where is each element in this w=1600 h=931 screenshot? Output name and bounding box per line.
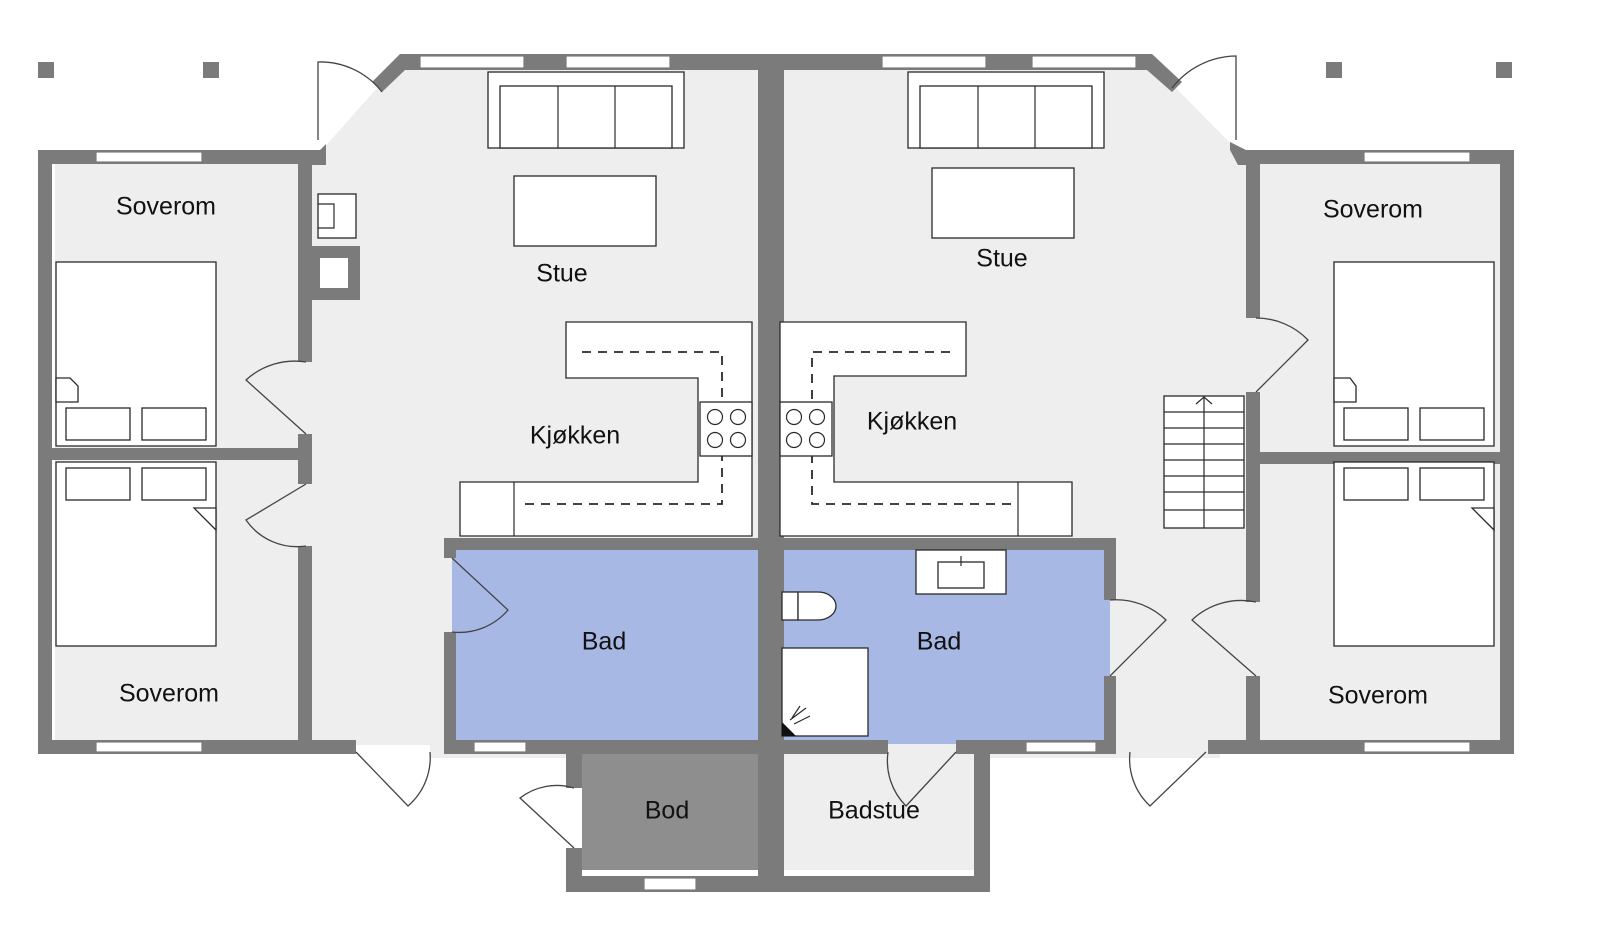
- doors: [245, 55, 1309, 849]
- room-label-kjokken-left: Kjøkken: [530, 422, 620, 450]
- sofa-right: [907, 71, 1105, 149]
- bed-top-left: [55, 261, 217, 447]
- staircase: [1163, 395, 1245, 529]
- room-label-soverom-bottom-right: Soverom: [1328, 682, 1428, 710]
- room-label-soverom-bottom-left: Soverom: [119, 680, 219, 708]
- stove-fireplace: [317, 193, 357, 239]
- toilet: [781, 591, 837, 621]
- coffee-table-right: [931, 167, 1075, 239]
- room-label-bad-left: Bad: [582, 628, 626, 656]
- coffee-table-left: [513, 175, 657, 247]
- room-label-soverom-top-right: Soverom: [1323, 196, 1423, 224]
- room-label-bod: Bod: [645, 797, 689, 825]
- chimney-inner: [320, 258, 348, 288]
- bed-bottom-left: [55, 461, 217, 647]
- kitchen-counter-right: [779, 321, 1073, 537]
- floor-badstue: [784, 752, 976, 870]
- room-label-bad-right: Bad: [917, 628, 961, 656]
- floor-bod: [582, 752, 770, 870]
- room-label-soverom-top-left: Soverom: [116, 193, 216, 221]
- room-label-kjokken-right: Kjøkken: [867, 408, 957, 436]
- room-label-stue-right: Stue: [976, 245, 1027, 273]
- kitchen-counter-left: [459, 321, 753, 537]
- floor-bad-left: [452, 548, 776, 744]
- room-label-badstue: Badstue: [828, 797, 920, 825]
- shower: [781, 647, 869, 737]
- bed-bottom-right: [1333, 461, 1495, 647]
- room-label-stue-left: Stue: [536, 260, 587, 288]
- room-labels: Soverom Soverom Soverom Soverom Stue Stu…: [116, 193, 1428, 825]
- windows: [95, 55, 1471, 891]
- sofa-left: [487, 71, 685, 149]
- bed-top-right: [1333, 261, 1495, 447]
- sink: [915, 549, 1007, 595]
- furniture: [55, 71, 1495, 737]
